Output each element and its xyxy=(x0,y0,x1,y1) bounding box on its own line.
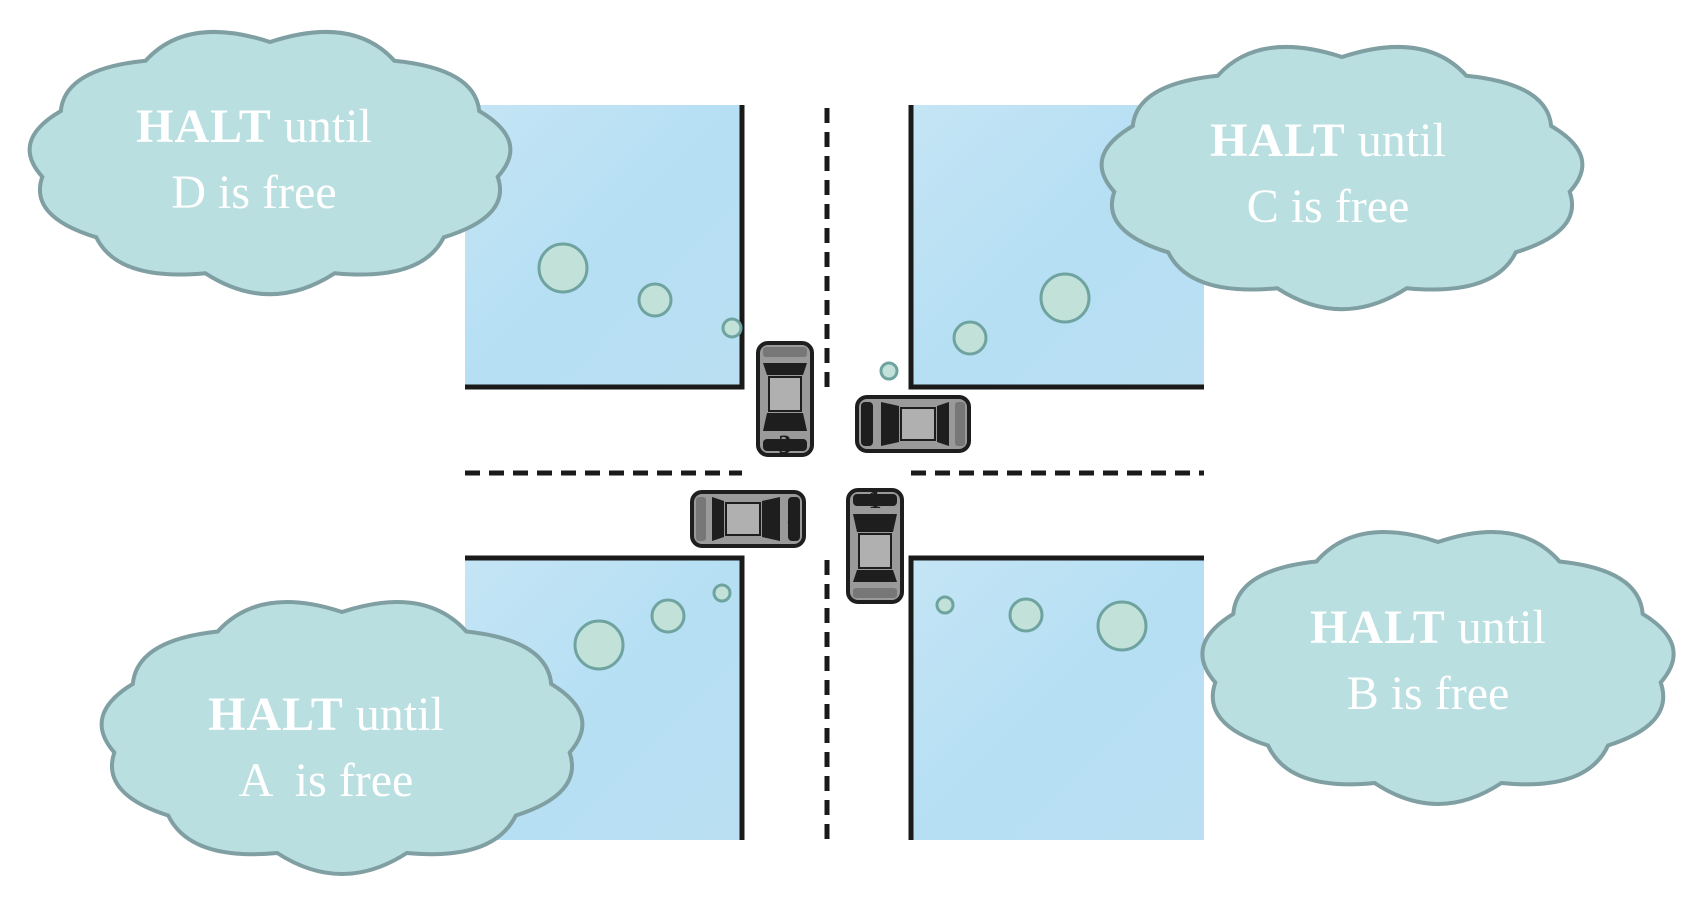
cloud-bottom-right xyxy=(1200,530,1676,806)
bubble-br-1 xyxy=(1096,600,1148,652)
car-number-label: 2 xyxy=(861,409,874,438)
bubble-br-2 xyxy=(1008,597,1044,633)
car-4: 4 xyxy=(690,490,806,548)
resource-condition: D is free xyxy=(171,166,337,219)
cloud-text-bottom-right: HALT until B is free xyxy=(1218,595,1638,727)
halt-label: HALT xyxy=(136,100,272,153)
bubble-tl-1 xyxy=(537,242,589,294)
bubble-tr-1 xyxy=(1039,272,1091,324)
cars: 1 2 3 4 xyxy=(690,341,971,604)
car-number-label: 4 xyxy=(788,504,801,533)
until-label: until xyxy=(1345,114,1446,167)
bubble-tr-3 xyxy=(879,361,899,381)
cloud-text-bottom-left: HALT until A is free xyxy=(116,682,536,814)
bubble-tl-3 xyxy=(721,317,743,339)
halt-label: HALT xyxy=(208,688,344,741)
block-bottom-right xyxy=(911,558,1204,840)
cloud-text-top-left: HALT until D is free xyxy=(44,94,464,226)
cloud-text-top-right: HALT until C is free xyxy=(1118,108,1538,240)
cloud-top-right xyxy=(1099,45,1585,312)
bubble-bl-2 xyxy=(650,598,686,634)
curbs xyxy=(465,105,1204,840)
bubble-bl-3 xyxy=(712,583,732,603)
car-number-label: 1 xyxy=(869,485,882,514)
resource-condition: B is free xyxy=(1346,667,1510,720)
car-1: 1 xyxy=(846,485,904,604)
until-label: until xyxy=(1445,601,1546,654)
cloud-top-left xyxy=(27,30,513,297)
resource-condition: C is free xyxy=(1246,180,1410,233)
bubble-tl-2 xyxy=(637,282,673,318)
car-3: 3 xyxy=(756,341,814,459)
until-label: until xyxy=(343,688,444,741)
lane-dividers xyxy=(465,108,1204,840)
bubble-tr-2 xyxy=(952,320,988,356)
bubble-bl-1 xyxy=(573,619,625,671)
halt-label: HALT xyxy=(1210,114,1346,167)
car-2: 2 xyxy=(855,395,971,453)
cloud-bottom-left xyxy=(99,600,585,876)
until-label: until xyxy=(271,100,372,153)
car-number-label: 3 xyxy=(779,430,792,459)
cloud-shapes xyxy=(27,30,1676,876)
thought-bubbles xyxy=(537,242,1148,671)
resource-condition: A is free xyxy=(238,754,414,807)
bubble-br-3 xyxy=(935,595,955,615)
halt-label: HALT xyxy=(1310,601,1446,654)
